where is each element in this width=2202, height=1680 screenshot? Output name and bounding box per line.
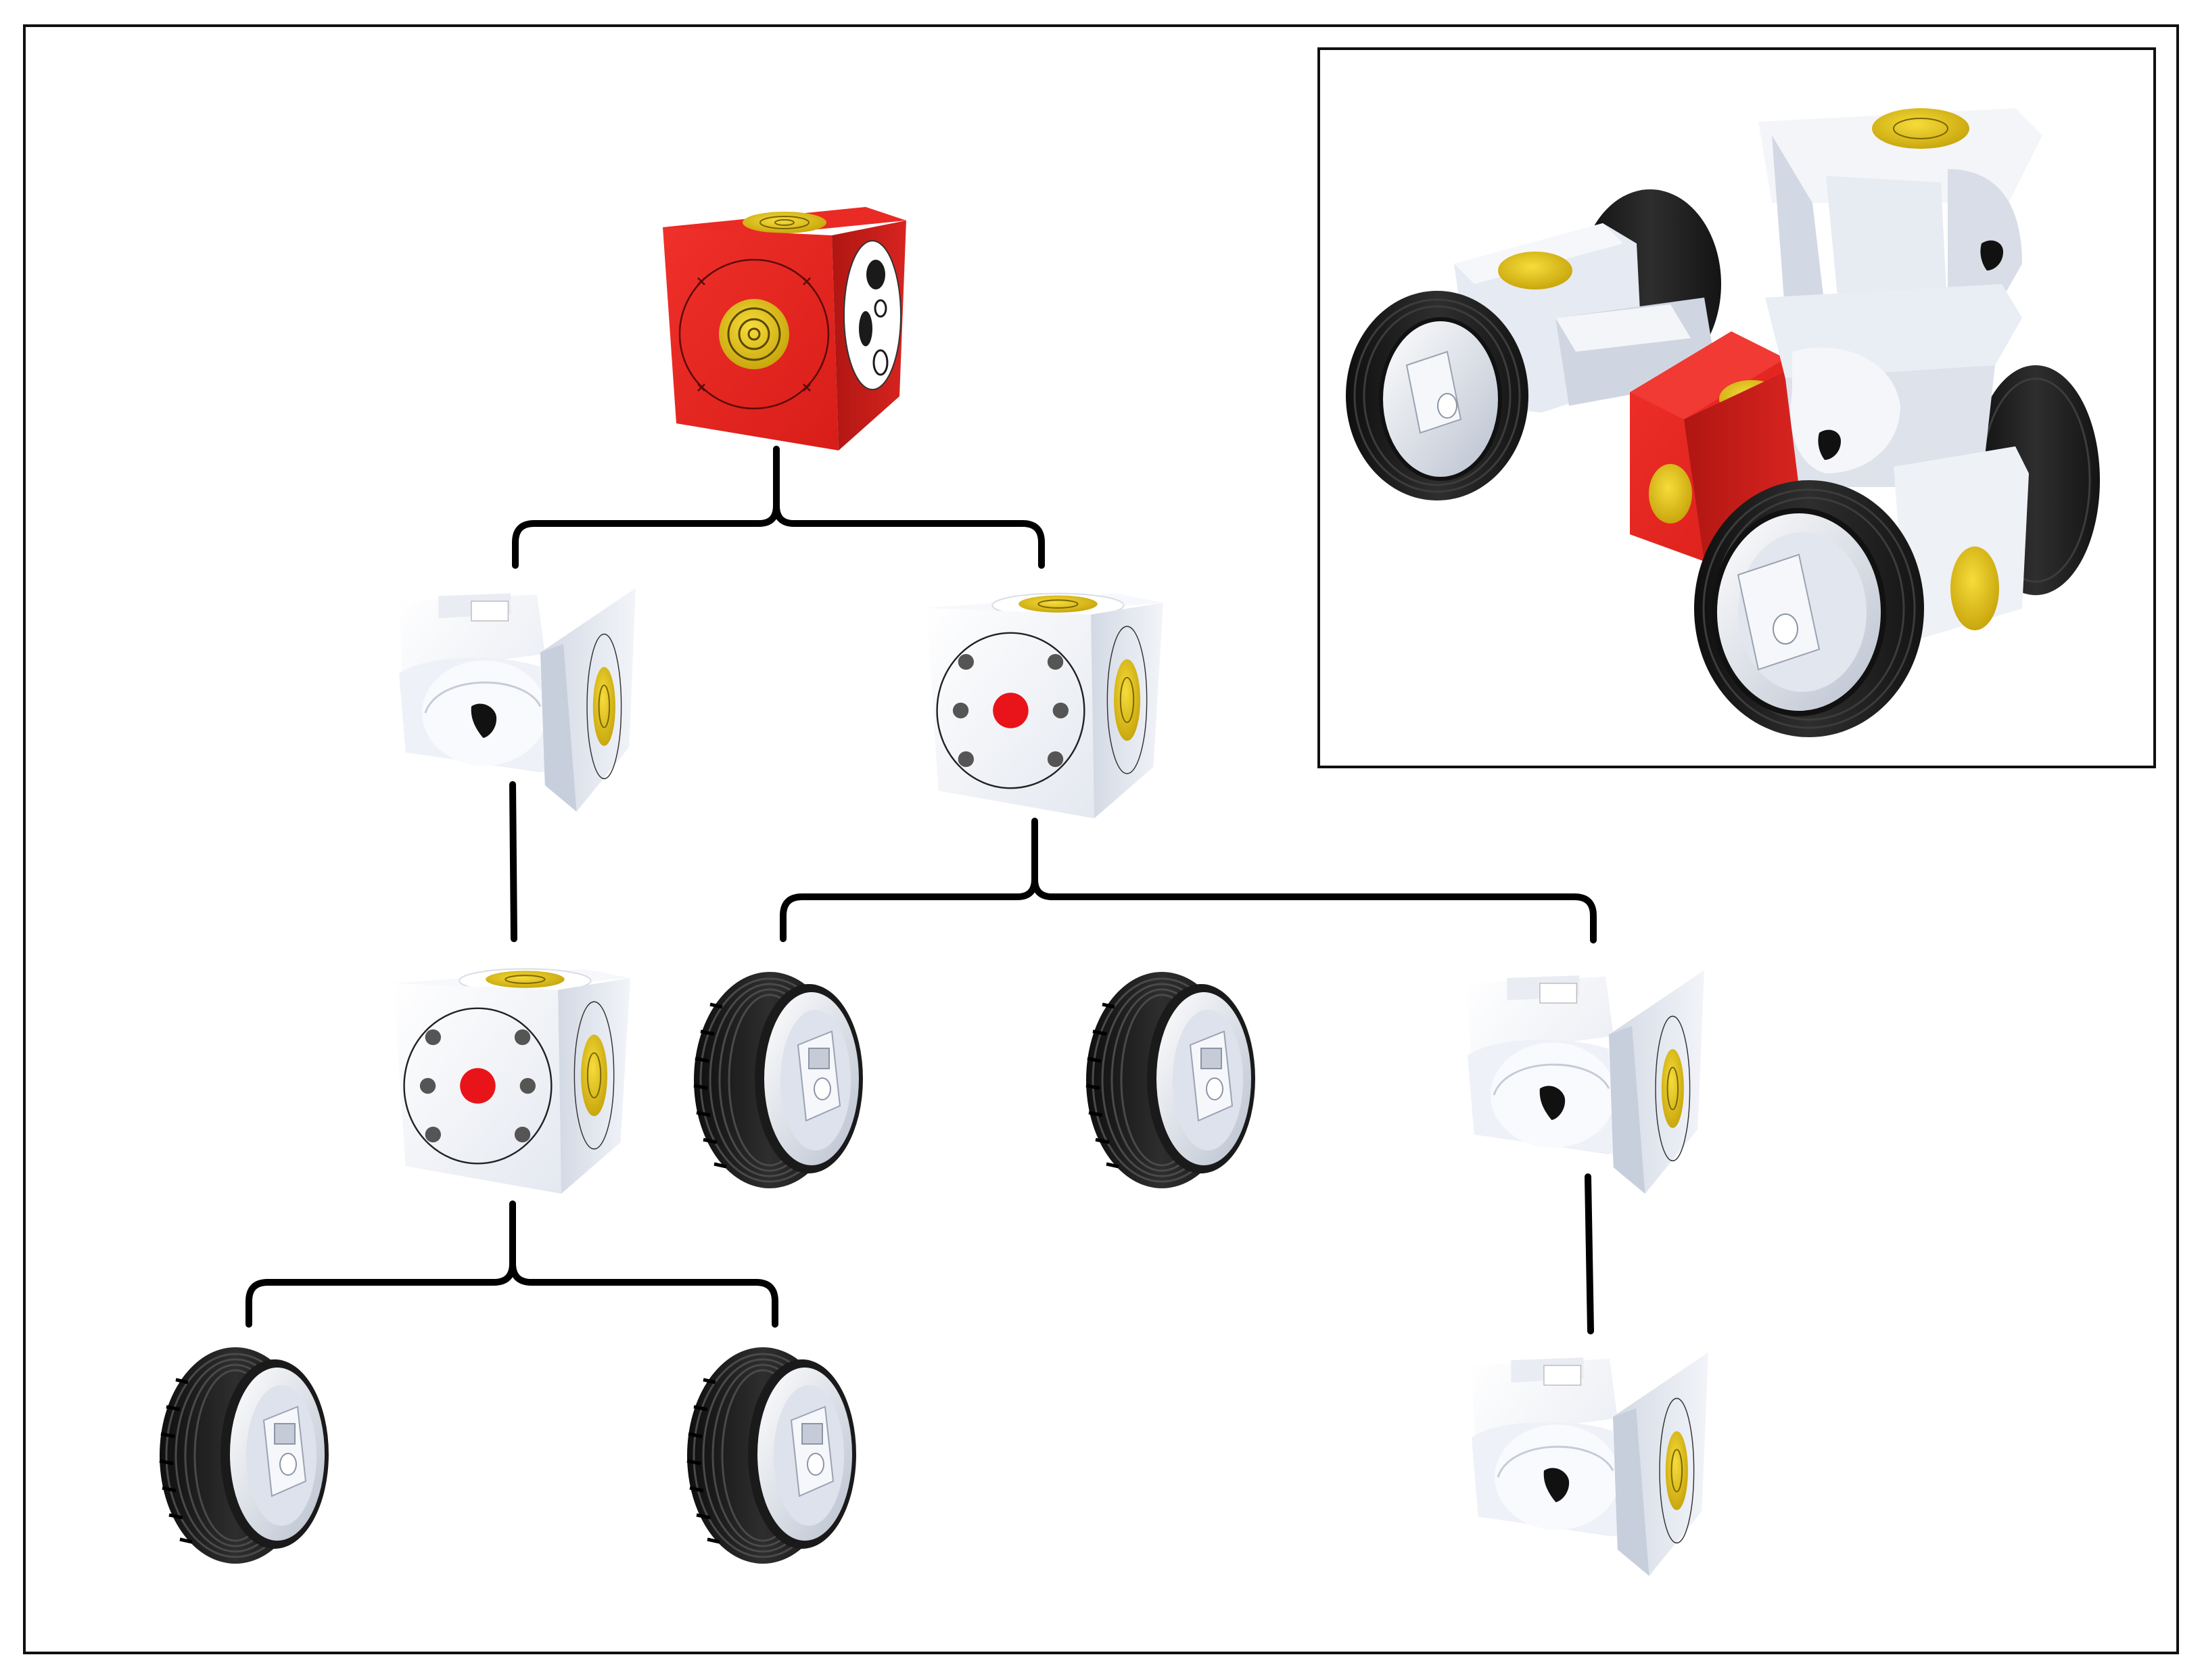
connector-hinge-right-child — [1585, 1173, 1594, 1334]
tree-connectors — [245, 446, 1597, 1334]
wheel-module-icon — [1086, 972, 1255, 1188]
connector-hinge-left-child — [509, 781, 517, 942]
root-red-core-module-icon — [663, 206, 906, 450]
connector-brick-lower-left-children — [245, 1200, 778, 1328]
wheel-module-icon — [160, 1347, 329, 1564]
connector-root-children — [512, 446, 1045, 569]
brick-module-icon — [927, 592, 1163, 820]
connector-brick-right-children — [780, 818, 1597, 943]
wheel-module-icon — [687, 1347, 856, 1564]
assembled-robot-inset — [1317, 47, 2156, 768]
wheel-module-icon — [694, 972, 863, 1188]
brick-module-icon — [394, 968, 630, 1195]
assembled-robot-render — [1346, 108, 2100, 737]
